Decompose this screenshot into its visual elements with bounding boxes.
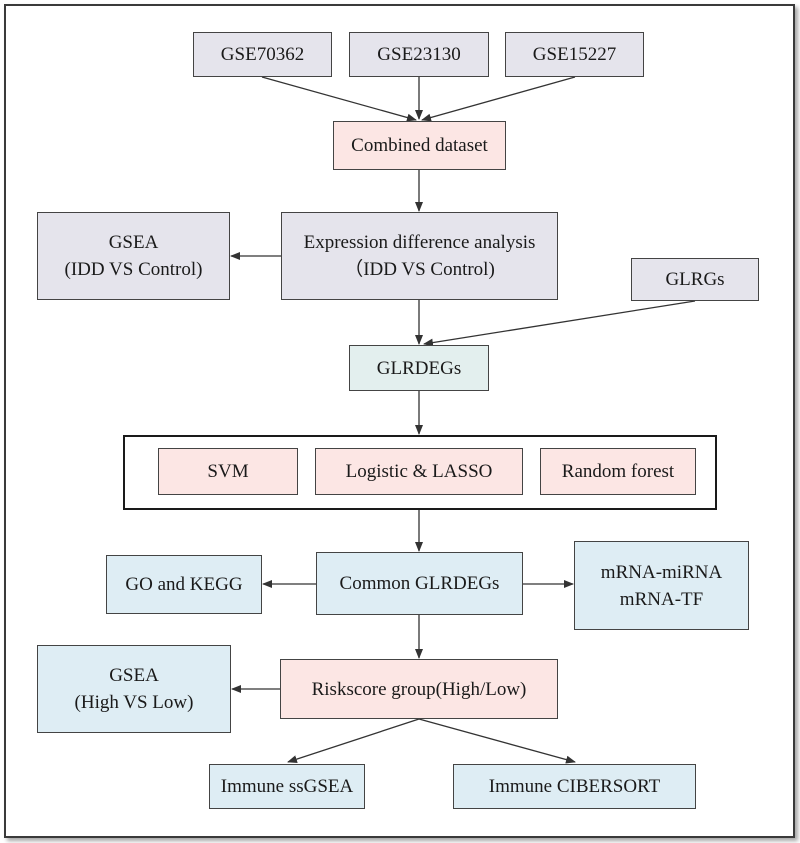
node-immune-ssgsea: Immune ssGSEA xyxy=(209,764,365,809)
arrow-glrgs-to-glrdegs xyxy=(423,300,696,347)
node-go-kegg-label: GO and KEGG xyxy=(125,574,243,595)
node-glrgs-label: GLRGs xyxy=(665,269,725,290)
node-immune-cibersort: Immune CIBERSORT xyxy=(453,764,696,809)
node-go-kegg: GO and KEGG xyxy=(106,555,262,614)
node-gse23130-label: GSE23130 xyxy=(377,44,461,65)
node-gsea-idd-line1: GSEA xyxy=(108,232,159,253)
node-svm-label: SVM xyxy=(207,461,249,482)
node-gse15227-label: GSE15227 xyxy=(532,44,617,65)
node-glrdegs-label: GLRDEGs xyxy=(376,357,462,379)
node-common-glrdegs: Common GLRDEGs xyxy=(316,552,523,615)
node-gse70362: GSE70362 xyxy=(193,32,332,77)
node-svm: SVM xyxy=(158,448,298,495)
node-expression-analysis: Expression difference analysis （IDD VS C… xyxy=(281,212,558,300)
node-gsea-risk-line2: (High VS Low) xyxy=(74,692,194,713)
node-expression-analysis-line1: Expression difference analysis xyxy=(303,232,536,253)
node-random-forest-label: Random forest xyxy=(561,461,675,482)
node-riskscore-group: Riskscore group(High/Low) xyxy=(280,659,558,719)
node-combined-dataset: Combined dataset xyxy=(333,121,506,170)
arrow-riskscore-to-ssgsea xyxy=(287,718,420,763)
node-expression-analysis-line2: （IDD VS Control) xyxy=(344,259,495,280)
node-common-glrdegs-label: Common GLRDEGs xyxy=(339,573,500,594)
node-logistic-lasso-label: Logistic & LASSO xyxy=(345,461,493,482)
node-mrna-networks-line1: mRNA-miRNA xyxy=(600,561,723,583)
node-gsea-idd: GSEA (IDD VS Control) xyxy=(37,212,230,300)
node-riskscore-group-label: Riskscore group(High/Low) xyxy=(311,678,527,700)
node-gsea-risk: GSEA (High VS Low) xyxy=(37,645,231,733)
node-glrgs: GLRGs xyxy=(631,258,759,301)
arrow-riskscore-to-cibersort xyxy=(418,718,576,764)
arrow-gse70362-to-combined xyxy=(261,76,417,122)
node-combined-dataset-label: Combined dataset xyxy=(351,135,488,156)
node-random-forest: Random forest xyxy=(540,448,696,495)
node-logistic-lasso: Logistic & LASSO xyxy=(315,448,523,495)
node-gsea-idd-line2: (IDD VS Control) xyxy=(64,259,203,280)
node-immune-ssgsea-label: Immune ssGSEA xyxy=(220,776,354,797)
node-gsea-risk-line1: GSEA xyxy=(109,665,159,686)
node-gse23130: GSE23130 xyxy=(349,32,489,77)
node-mrna-networks: mRNA-miRNA mRNA-TF xyxy=(574,541,749,630)
arrow-gse15227-to-combined xyxy=(421,76,576,122)
node-gse70362-label: GSE70362 xyxy=(220,44,305,65)
node-gse15227: GSE15227 xyxy=(505,32,644,77)
node-immune-cibersort-label: Immune CIBERSORT xyxy=(488,776,661,797)
node-mrna-networks-line2: mRNA-TF xyxy=(619,588,704,610)
node-glrdegs: GLRDEGs xyxy=(349,345,489,391)
